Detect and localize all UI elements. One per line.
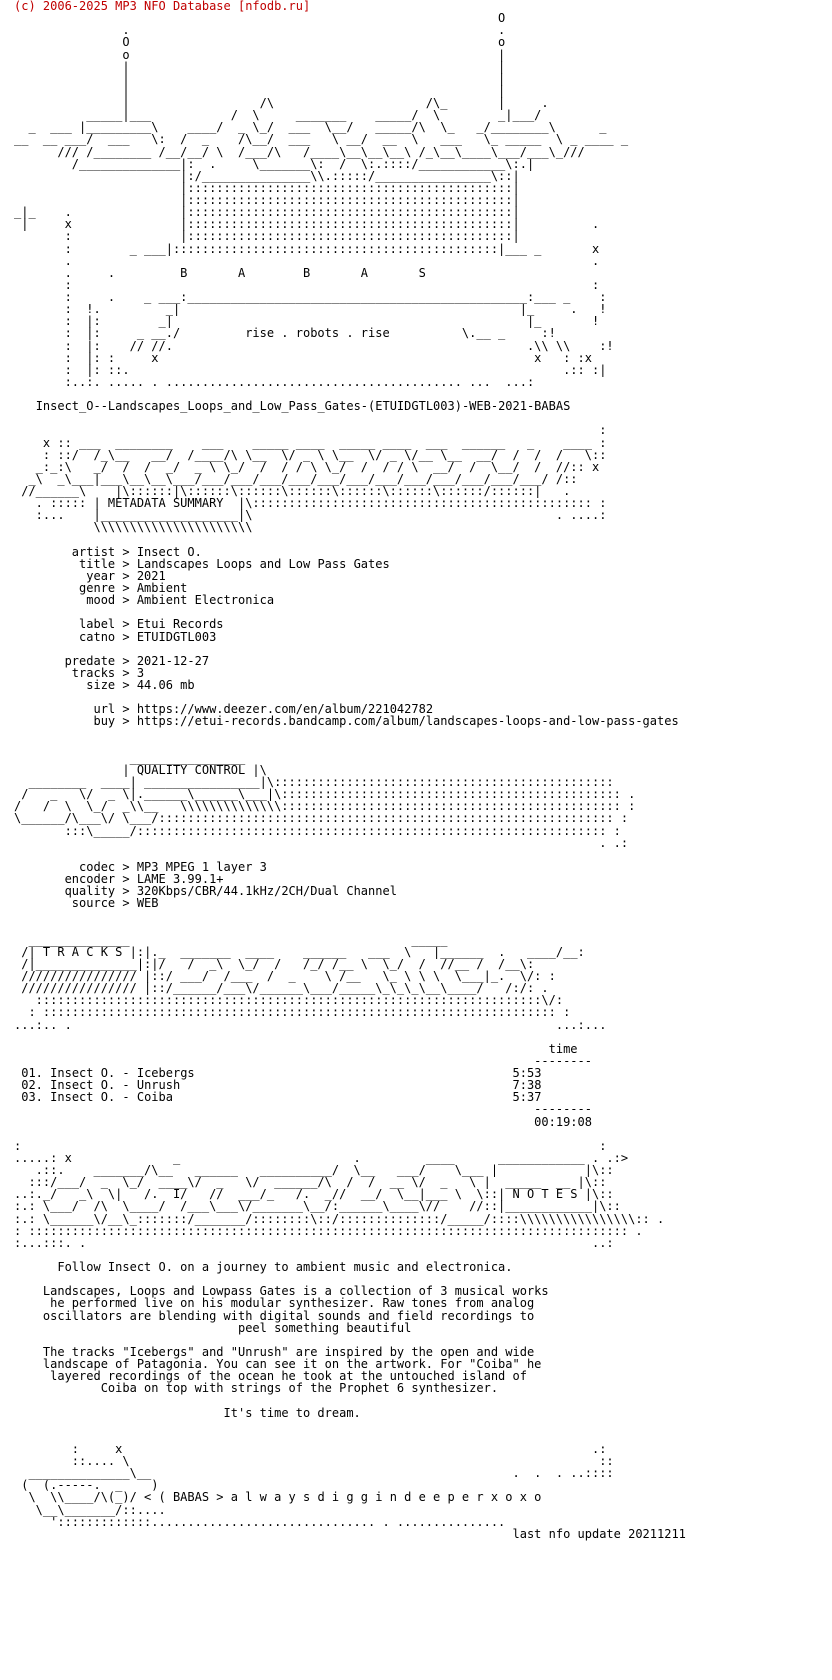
footer-tagline: ( BABAS > a l w a y s d i g g i n d e e … xyxy=(158,1490,542,1505)
quality-codec: MP3 MPEG 1 layer 3 xyxy=(136,859,267,874)
notes-paragraph-3-line-2: landscape of Patagonia. You can see it o… xyxy=(42,1357,542,1371)
meta-size: 44.06 mb xyxy=(136,678,195,692)
notes-paragraph-1: Follow Insect O. on a journey to ambient… xyxy=(57,1260,513,1274)
nfo-document: (c) 2006-2025 MP3 NFO Database [nfodb.ru… xyxy=(14,0,686,1541)
meta-artist: Insect O. xyxy=(136,544,202,559)
notes-paragraph-3-line-4: Coiba on top with strings of the Prophet… xyxy=(100,1381,499,1396)
meta-label: Etui Records xyxy=(136,617,224,632)
meta-title: Landscapes Loops and Low Pass Gates xyxy=(136,556,390,571)
track-1-num: 01. xyxy=(21,1066,43,1080)
tracks-time-header: time xyxy=(548,1041,578,1056)
release-name: Insect_O--Landscapes_Loops_and_Low_Pass_… xyxy=(35,399,571,414)
track-2-num: 02. xyxy=(21,1078,43,1093)
track-2-name: Insect O. - Unrush xyxy=(50,1078,181,1093)
track-3-num: 03. xyxy=(21,1090,43,1105)
notes-paragraph-2-line-2: he performed live on his modular synthes… xyxy=(50,1296,535,1311)
meta-genre: Ambient xyxy=(136,581,188,595)
notes-paragraph-3-line-3: layered recordings of the ocean he took … xyxy=(50,1369,527,1384)
quality-encoder: LAME 3.99.1+ xyxy=(136,872,224,886)
meta-url-link[interactable]: https://www.deezer.com/en/album/22104278… xyxy=(136,702,434,717)
section-quality-title: QUALITY CONTROL xyxy=(136,762,246,777)
banner-motto: rise . robots . rise xyxy=(245,326,390,341)
meta-tracks: 3 xyxy=(136,665,145,680)
track-1-time: 5:53 xyxy=(512,1066,542,1080)
banner-letters: B A B A S xyxy=(180,265,426,280)
meta-year: 2021 xyxy=(136,568,166,583)
track-3-time: 5:37 xyxy=(512,1090,542,1105)
notes-paragraph-4: It's time to dream. xyxy=(223,1405,361,1420)
meta-catno: ETUIDGTL003 xyxy=(136,629,217,644)
track-2-time: 7:38 xyxy=(512,1078,542,1093)
track-1-name: Insect O. - Icebergs xyxy=(50,1066,195,1080)
meta-predate: 2021-12-27 xyxy=(136,653,210,668)
notes-paragraph-2-line-3: oscillators are blending with digital so… xyxy=(42,1308,535,1323)
notes-paragraph-2-line-1: Landscapes, Loops and Lowpass Gates is a… xyxy=(42,1284,549,1299)
meta-mood: Ambient Electronica xyxy=(136,593,275,608)
notes-paragraph-3-line-1: The tracks "Icebergs" and "Unrush" are i… xyxy=(42,1344,535,1359)
meta-buy-link[interactable]: https://etui-records.bandcamp.com/album/… xyxy=(136,714,679,729)
tracks-total-time: 00:19:08 xyxy=(534,1114,592,1129)
footer-update: last nfo update 20211211 xyxy=(512,1526,686,1541)
notes-paragraph-2-line-4: peel something beautiful xyxy=(237,1320,412,1335)
quality-quality: 320Kbps/CBR/44.1kHz/2CH/Dual Channel xyxy=(136,884,397,899)
quality-source: WEB xyxy=(136,896,159,911)
track-3-name: Insect O. - Coiba xyxy=(50,1090,173,1105)
credit-line: (c) 2006-2025 MP3 NFO Database [nfodb.ru… xyxy=(14,0,311,13)
section-tracks-title: T R A C K S xyxy=(42,944,123,959)
section-notes-title: N O T E S xyxy=(512,1187,578,1202)
section-metadata-title: METADATA SUMMARY xyxy=(107,496,224,511)
